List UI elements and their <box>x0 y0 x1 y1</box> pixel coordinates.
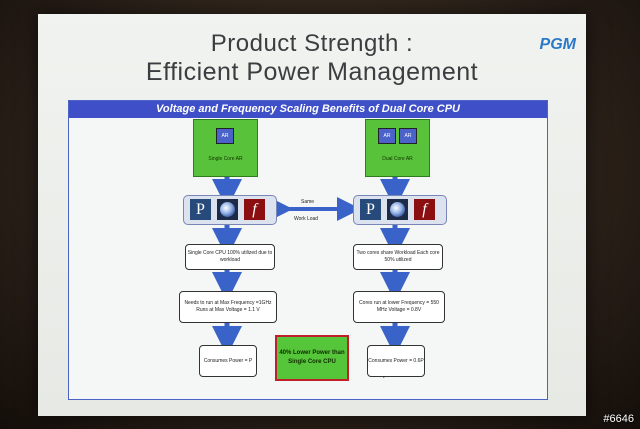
p-app-icon: P <box>190 199 211 220</box>
right-step-frequency: Cores run at lower Frequency = 550 MHz V… <box>353 291 445 323</box>
flash-app-icon: f <box>414 199 435 220</box>
right-step-utilization: Two cores share Workload Each core 50% u… <box>353 244 443 270</box>
diagram-banner: Voltage and Frequency Scaling Benefits o… <box>69 101 547 118</box>
globe-app-icon <box>217 199 238 220</box>
cpu-chip-icon: AR <box>216 128 234 144</box>
cpu-chip-icon: AR <box>378 128 396 144</box>
right-step-power: Consumes Power = 0.6P <box>367 345 425 377</box>
app-bar-left: P f <box>183 195 277 225</box>
dual-core-box: AR AR Dual Core AR <box>365 119 430 177</box>
left-step-power: Consumes Power = P <box>199 345 257 377</box>
single-core-box: AR Single Core AR <box>193 119 258 177</box>
same-label: Same <box>301 199 315 205</box>
flash-app-icon: f <box>244 199 265 220</box>
diagram-panel: Voltage and Frequency Scaling Benefits o… <box>68 100 548 400</box>
projector-screen: Product Strength : Efficient Power Manag… <box>38 14 586 416</box>
left-step-utilization: Single Core CPU 100% utilized due to wor… <box>185 244 275 270</box>
slide-title-line2: Efficient Power Management <box>145 58 479 86</box>
dual-core-label: Dual Core AR <box>382 156 413 162</box>
cpu-chip-icon: AR <box>399 128 417 144</box>
slide-title-line1: Product Strength : <box>210 30 414 57</box>
app-bar-right: P f <box>353 195 447 225</box>
p-app-icon: P <box>360 199 381 220</box>
single-core-label: Single Core AR <box>208 156 243 162</box>
workload-label: Work Load <box>294 216 319 222</box>
company-logo: PGM <box>539 36 576 53</box>
globe-app-icon <box>387 199 408 220</box>
power-savings-result: 40% Lower Power than Single Core CPU <box>275 335 349 381</box>
left-step-frequency: Needs to run at Max Frequency =1GHz Runs… <box>179 291 277 323</box>
image-watermark: #6646 <box>603 413 634 425</box>
